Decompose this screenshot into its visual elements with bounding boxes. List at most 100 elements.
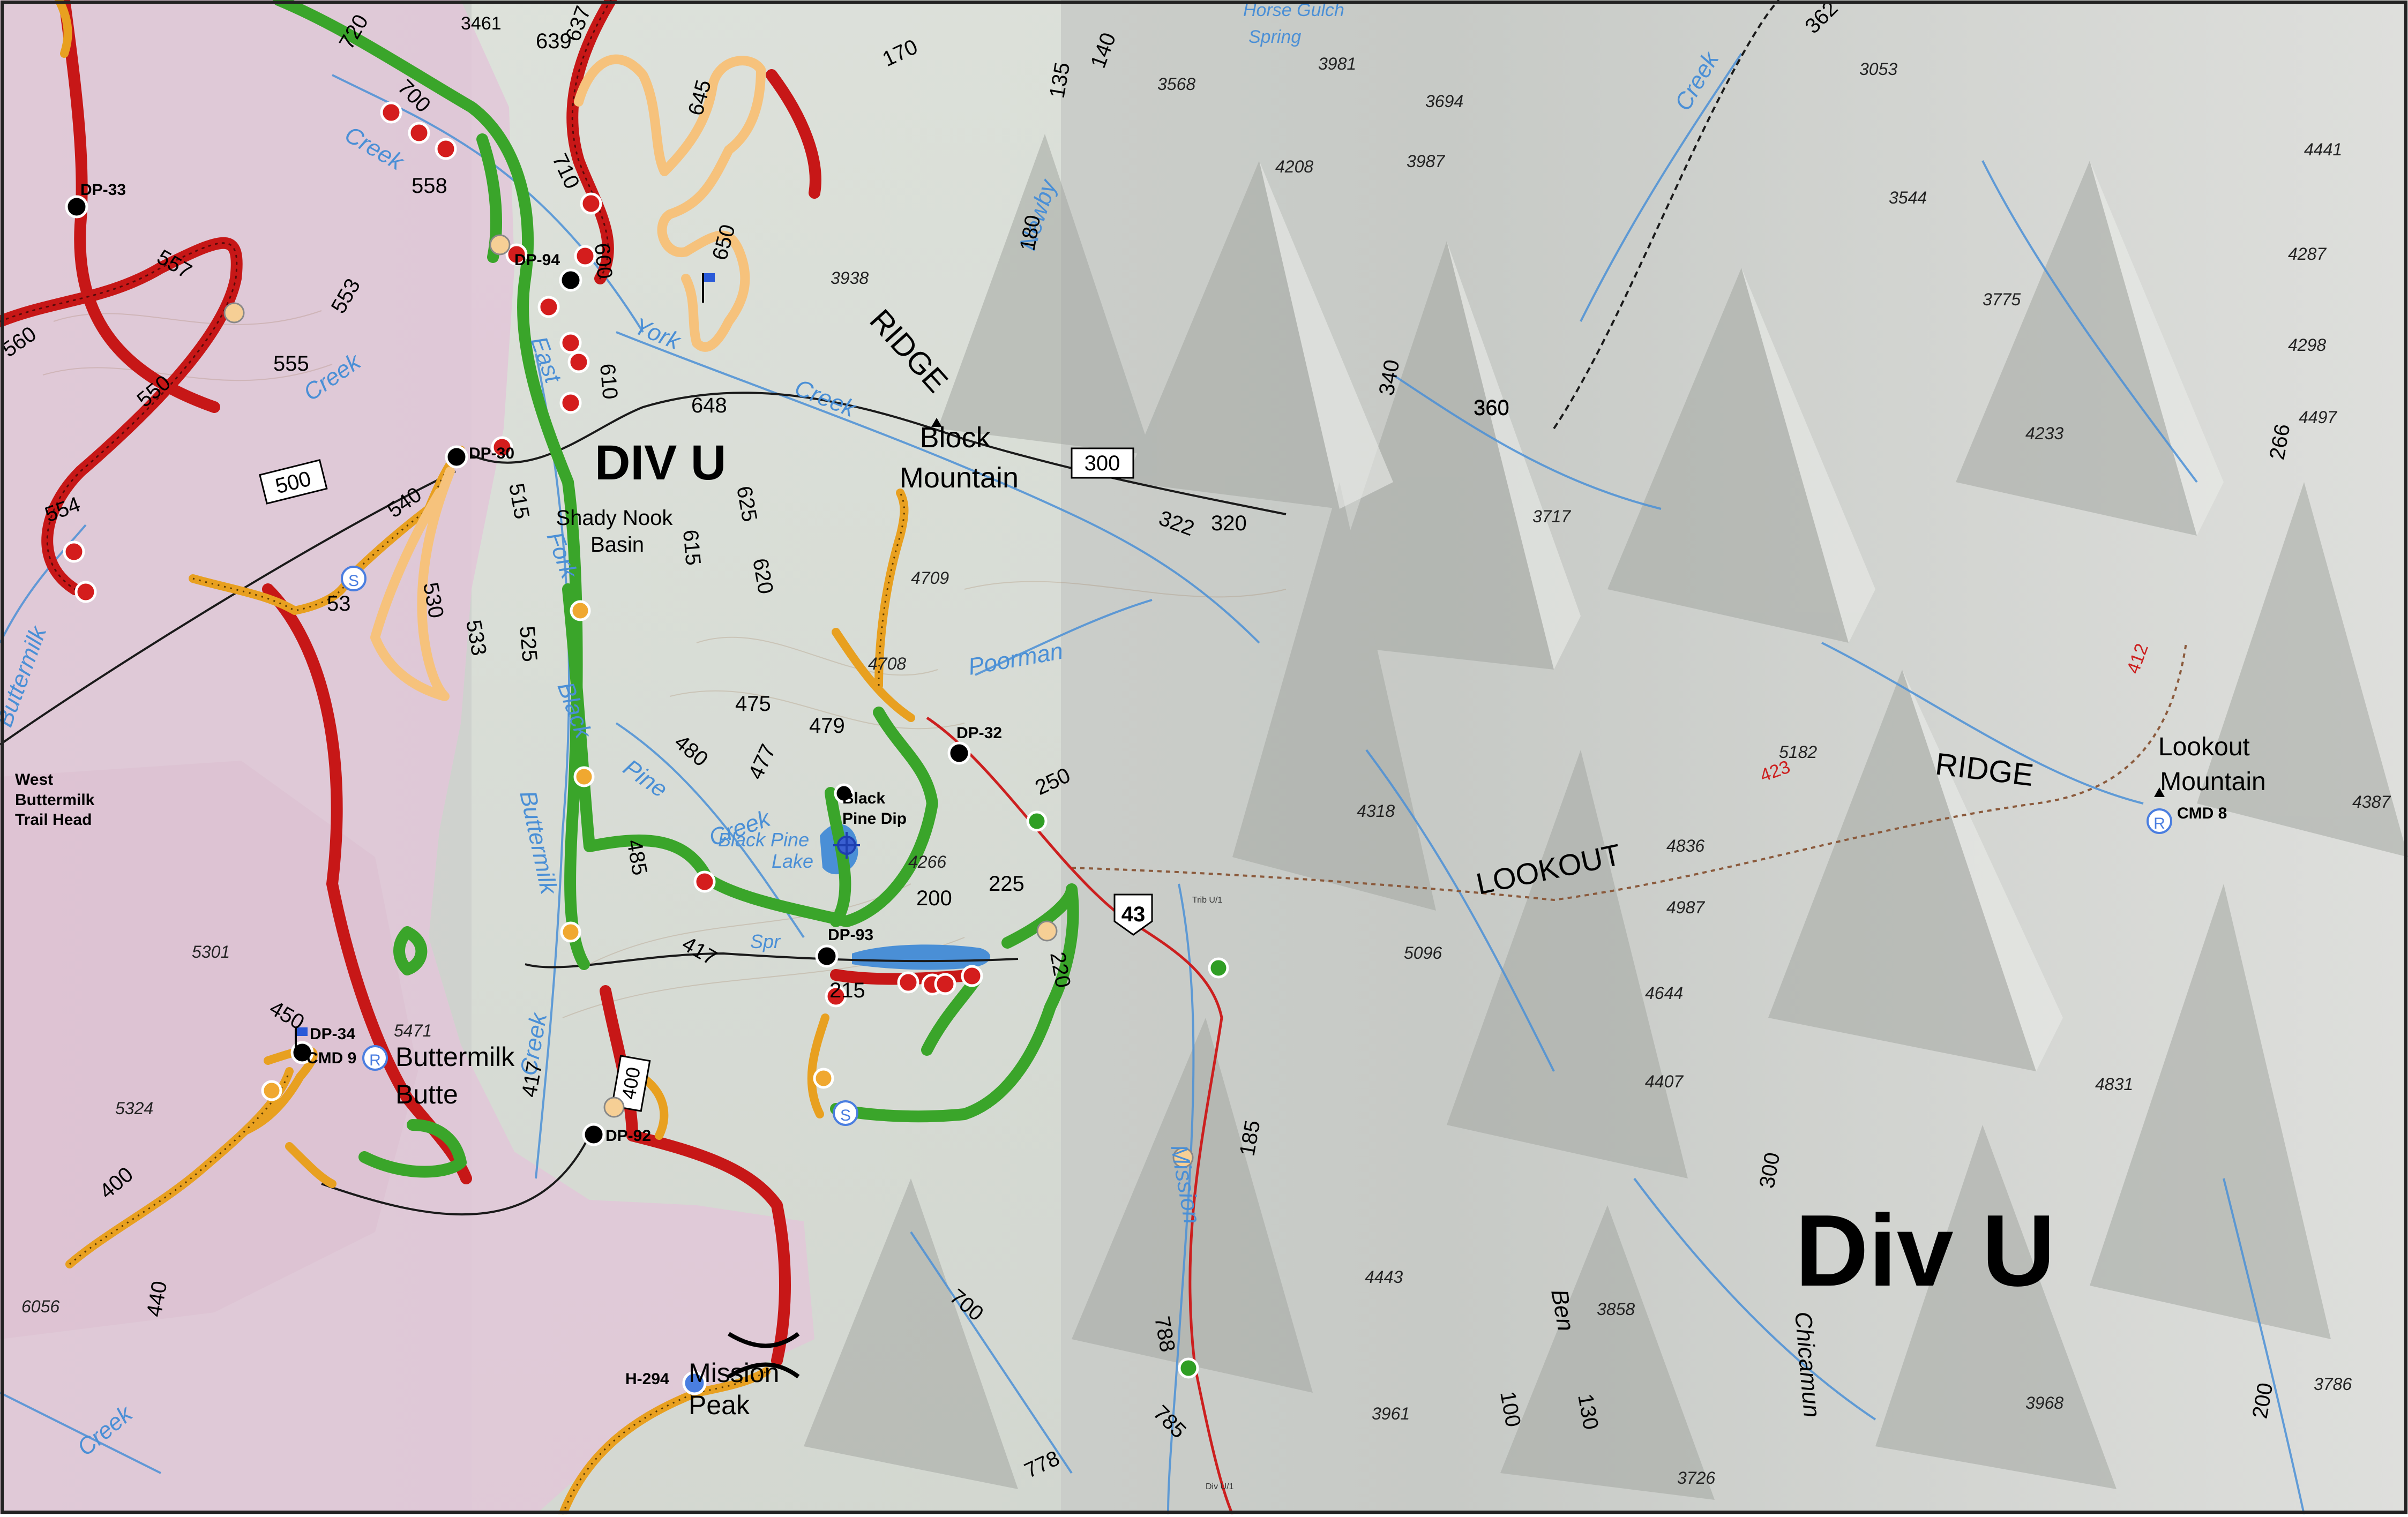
svg-text:DP-32: DP-32	[956, 724, 1002, 742]
marker-green	[1178, 1357, 1199, 1379]
svg-text:558: 558	[412, 174, 447, 198]
hillshade-light	[1259, 161, 2224, 1071]
svg-text:3858: 3858	[1597, 1300, 1635, 1319]
svg-text:Lake: Lake	[772, 850, 813, 872]
peak-triangle-icon	[931, 418, 2165, 797]
bridge-icon	[727, 1332, 800, 1379]
marker-red	[537, 296, 560, 318]
target-icon	[833, 832, 860, 859]
marker-red	[435, 138, 457, 160]
svg-text:5182: 5182	[1779, 742, 1817, 762]
svg-text:6056: 6056	[21, 1297, 59, 1316]
svg-text:3938: 3938	[831, 268, 869, 288]
place-lookout-mountain: Lookout Mountain	[2158, 733, 2266, 796]
svg-text:4387: 4387	[2352, 792, 2391, 812]
green-markers	[1026, 810, 1229, 1379]
place-block-mountain: Block Mountain	[900, 422, 1019, 494]
svg-text:615: 615	[678, 529, 705, 566]
svg-text:5471: 5471	[394, 1021, 432, 1040]
place-buttermilk-butte: Buttermilk Butte	[395, 1042, 522, 1109]
marker-red	[380, 101, 402, 124]
svg-text:610: 610	[595, 363, 622, 400]
svg-text:R: R	[369, 1052, 381, 1069]
r-circle-icon: R	[2147, 808, 2172, 834]
svg-text:360: 360	[1474, 396, 1509, 420]
svg-text:Black Pine: Black Pine	[718, 829, 809, 851]
svg-text:Trib U/1: Trib U/1	[1192, 896, 1222, 905]
svg-text:648: 648	[691, 394, 727, 417]
mission-red-route	[926, 716, 1234, 1515]
svg-text:320: 320	[1211, 512, 1247, 535]
road-shield-500: 500	[259, 459, 328, 505]
svg-text:3053: 3053	[1859, 59, 1897, 79]
svg-text:4441: 4441	[2304, 140, 2342, 159]
marker-red	[574, 245, 596, 267]
svg-text:3987: 3987	[1407, 152, 1445, 171]
svg-text:3694: 3694	[1425, 92, 1463, 111]
place-west-buttermilk-trailhead: West Buttermilk Trail Head	[15, 771, 99, 829]
road-shield-400: 400	[611, 1055, 651, 1112]
marker-red	[897, 971, 919, 994]
division-label: DIV U	[595, 435, 726, 490]
svg-text:3968: 3968	[2025, 1393, 2063, 1413]
marker-red	[559, 392, 582, 414]
marker-red	[825, 985, 847, 1008]
marker-orange	[813, 1068, 834, 1089]
svg-text:DP-33: DP-33	[80, 181, 126, 199]
svg-text:3775: 3775	[1983, 290, 2021, 309]
place-mission-peak: Mission Peak	[689, 1358, 787, 1420]
road-shield-300: 300	[1071, 447, 1134, 479]
svg-text:DP-94: DP-94	[514, 251, 560, 269]
svg-text:4266: 4266	[908, 852, 946, 872]
svg-text:475: 475	[735, 692, 771, 716]
marker-light-orange	[1172, 1147, 1194, 1168]
svg-text:3568: 3568	[1157, 74, 1195, 94]
streams	[0, 52, 2305, 1515]
black-pine-dip-point	[834, 783, 854, 803]
svg-text:3981: 3981	[1318, 54, 1356, 73]
svg-text:4407: 4407	[1645, 1072, 1684, 1091]
drop-point-dp32	[947, 741, 971, 765]
r-circle-icon: R	[362, 1045, 388, 1071]
marker-red	[74, 581, 97, 603]
svg-text:43: 43	[1121, 903, 1146, 926]
svg-text:555: 555	[273, 352, 309, 376]
marker-light-orange	[489, 234, 511, 256]
svg-text:3717: 3717	[1532, 507, 1571, 526]
marker-light-orange	[603, 1097, 625, 1118]
svg-text:4497: 4497	[2299, 408, 2337, 427]
svg-text:360: 360	[1474, 396, 1509, 419]
private-land-inner	[0, 761, 418, 1339]
marker-orange	[573, 766, 595, 787]
marker-green	[1208, 957, 1229, 979]
orange-markers	[261, 600, 834, 1101]
marker-red	[505, 243, 528, 266]
svg-text:5324: 5324	[115, 1099, 153, 1118]
svg-text:3786: 3786	[2314, 1375, 2352, 1394]
drop-point-labels: DP-33 DP-94 DP-30 DP-32 DP-93 DP-34 DP-9…	[80, 181, 1002, 1145]
svg-text:3461: 3461	[461, 13, 502, 34]
marker-red	[961, 965, 983, 987]
svg-text:4831: 4831	[2095, 1075, 2133, 1094]
marker-orange	[570, 600, 591, 621]
tiny-labels: Trib U/1 Div U/1	[1192, 896, 1234, 1491]
elevation-labels: 3981 3694 3568 3987 4208 3053 3544 4441 …	[21, 54, 2391, 1488]
svg-text:Spr: Spr	[750, 930, 781, 952]
svg-text:5096: 5096	[1404, 943, 1442, 963]
road-shield-43: 43	[1113, 893, 1153, 936]
division-label-large: Div U	[1795, 1194, 2055, 1308]
drop-point-dp34	[290, 1041, 314, 1064]
drop-point-dp33	[65, 195, 88, 219]
svg-text:4987: 4987	[1666, 898, 1705, 917]
drop-point-dp92	[582, 1123, 605, 1146]
drop-point-markers	[65, 195, 971, 1146]
helispot-marker	[682, 1371, 707, 1395]
svg-text:3544: 3544	[1889, 188, 1927, 207]
marker-red	[559, 332, 582, 354]
s-circle-icon: S	[833, 1100, 858, 1126]
svg-text:4836: 4836	[1666, 836, 1704, 855]
svg-text:4208: 4208	[1275, 157, 1313, 176]
